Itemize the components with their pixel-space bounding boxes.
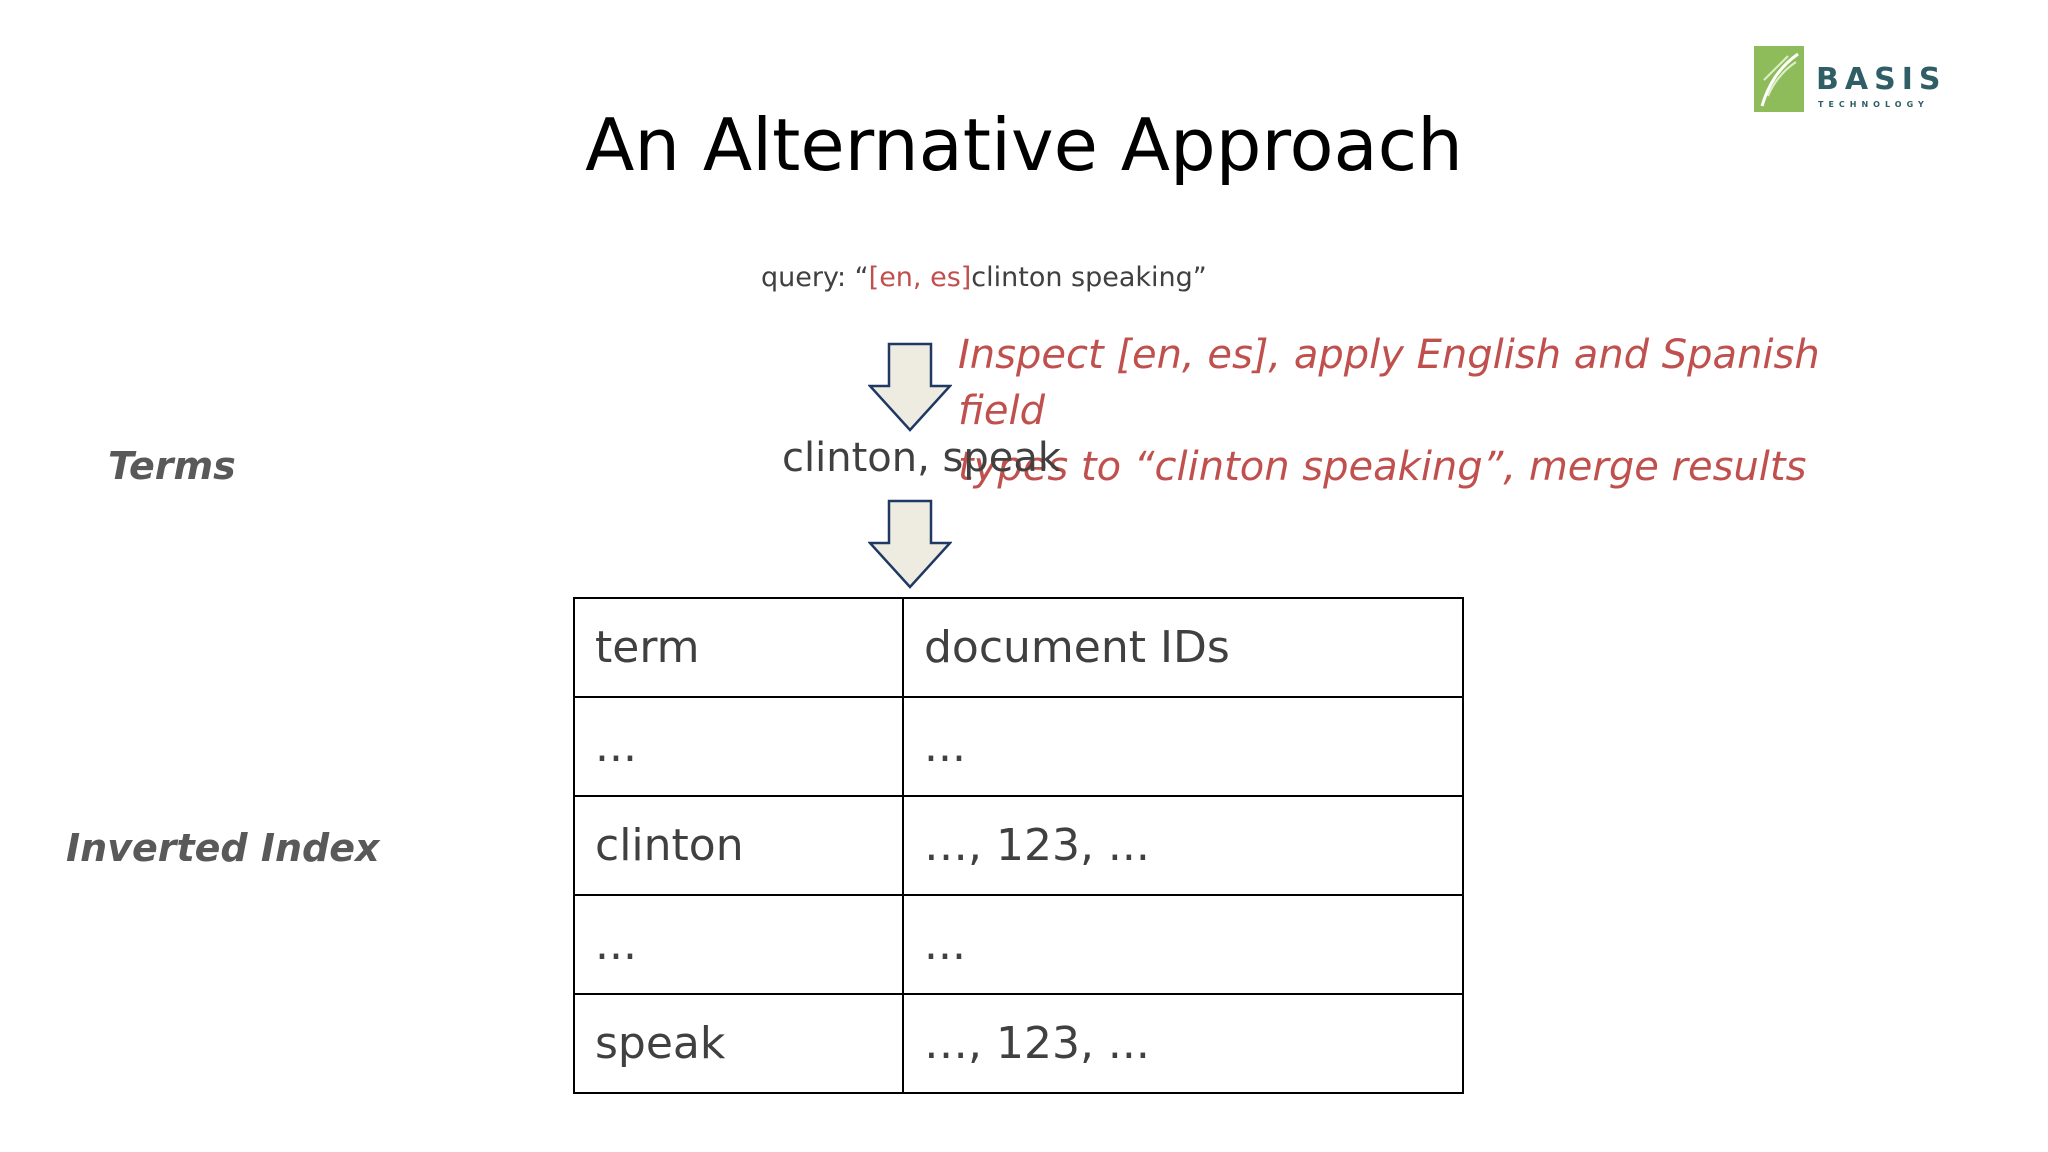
table-row: clinton …, 123, ...: [573, 795, 1464, 896]
table-cell-term: ...: [573, 696, 904, 797]
inverted-index-label: Inverted Index: [66, 826, 380, 870]
table-row: ... ...: [573, 894, 1464, 995]
table-header-term: term: [573, 597, 904, 698]
table-cell-docs: ...: [902, 696, 1464, 797]
table-cell-term: speak: [573, 993, 904, 1094]
table-header-docs: document IDs: [902, 597, 1464, 698]
basis-logo: BASIS TECHNOLOGY: [1754, 46, 1954, 116]
query-languages: [en, es]: [868, 262, 972, 293]
down-arrow-icon: [868, 342, 952, 432]
table-row: speak …, 123, ...: [573, 993, 1464, 1094]
inverted-index-table: term document IDs ... ... clinton …, 123…: [573, 597, 1464, 1094]
query-line: query: “[en, es]clinton speaking”: [761, 262, 1207, 293]
annotation-line-2: types to “clinton speaking”, merge resul…: [958, 444, 1807, 490]
terms-result: clinton, speak: [782, 435, 1062, 481]
table-cell-docs: ...: [902, 894, 1464, 995]
table-cell-docs: …, 123, ...: [902, 993, 1464, 1094]
query-text: clinton speaking”: [971, 262, 1207, 293]
table-header-row: term document IDs: [573, 597, 1464, 698]
processing-annotation: Inspect [en, es], apply English and Span…: [958, 327, 1858, 495]
terms-label: Terms: [108, 444, 236, 488]
leaf-logo-icon: [1754, 46, 1804, 112]
logo-wordmark: BASIS: [1816, 62, 1947, 97]
annotation-line-1: Inspect [en, es], apply English and Span…: [958, 332, 1820, 434]
query-prefix: query: “: [761, 262, 869, 293]
table-cell-term: clinton: [573, 795, 904, 896]
table-cell-docs: …, 123, ...: [902, 795, 1464, 896]
table-row: ... ...: [573, 696, 1464, 797]
slide-title: An Alternative Approach: [585, 103, 1463, 187]
logo-tagline: TECHNOLOGY: [1818, 100, 1929, 109]
table-cell-term: ...: [573, 894, 904, 995]
down-arrow-icon: [868, 499, 952, 589]
